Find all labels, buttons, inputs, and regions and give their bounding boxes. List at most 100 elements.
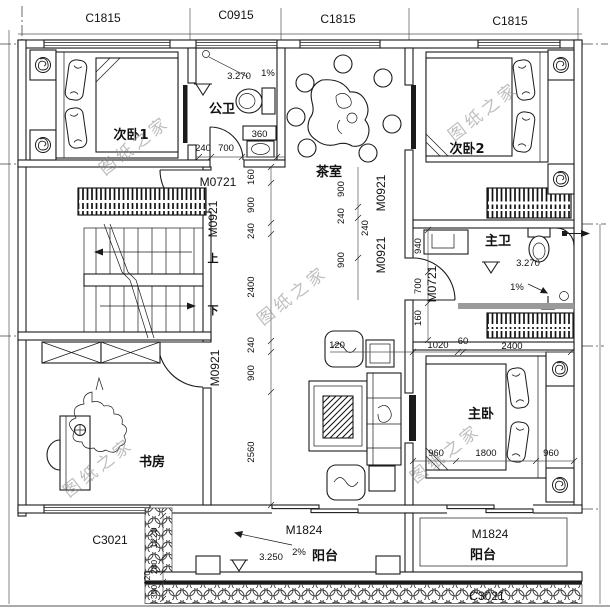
windows bbox=[43, 39, 561, 514]
dim-label: 2560 bbox=[246, 441, 257, 462]
door-master-bath bbox=[412, 257, 456, 301]
dim-label: 940 bbox=[413, 238, 424, 254]
window-label-c1815: C1815 bbox=[320, 12, 356, 26]
dim-label: 240 bbox=[246, 337, 257, 353]
door-master-bedroom-leaf bbox=[409, 395, 416, 441]
public-bath-fixtures bbox=[194, 50, 277, 158]
window-c1815-3 bbox=[477, 39, 561, 49]
dim-label: 240 bbox=[246, 223, 257, 239]
dimension-texts: 160 900 240 2400 240 900 2560 900 240 90… bbox=[142, 129, 559, 599]
level-value: 3.250 bbox=[259, 552, 283, 563]
level-mark-icon bbox=[195, 83, 211, 97]
dim-label: 1800 bbox=[475, 448, 496, 459]
dim-label: 240 bbox=[360, 220, 371, 236]
master-bath-fixtures bbox=[423, 227, 590, 310]
dim-label: 60 bbox=[458, 336, 469, 347]
sofa-icon bbox=[366, 372, 402, 466]
dim-label: 350 bbox=[149, 585, 159, 599]
dim-label: 160 bbox=[413, 310, 424, 326]
slope-value: 2% bbox=[292, 547, 306, 558]
dim-label: 960 bbox=[428, 448, 444, 459]
square-table-icon bbox=[308, 380, 368, 452]
wardrobe-master-bath bbox=[486, 312, 574, 339]
master-bedroom-furniture bbox=[425, 351, 575, 503]
dim-line-master-bed-row bbox=[409, 457, 578, 465]
window-label-c3021: C3021 bbox=[92, 533, 128, 547]
window-label-c1815: C1815 bbox=[85, 11, 121, 25]
code-labels: C1815 C0915 C1815 C1815 C3021 C3021 M072… bbox=[85, 8, 528, 603]
stair-down-label: 下 bbox=[208, 304, 219, 317]
vanity-icon bbox=[423, 229, 469, 255]
dim-label: 700 bbox=[218, 143, 234, 154]
level-mark-icon bbox=[483, 261, 499, 275]
dim-label: 360 bbox=[252, 129, 268, 140]
sink-icon bbox=[242, 125, 277, 158]
dim-label: 240 bbox=[195, 143, 211, 154]
dim-chain-master-bath bbox=[424, 226, 432, 344]
plant-icon bbox=[69, 391, 127, 453]
stair-down-arrow bbox=[100, 302, 196, 310]
door-label-m0721: M0721 bbox=[425, 265, 439, 302]
toilet-icon bbox=[235, 87, 276, 115]
door-label-m1824: M1824 bbox=[286, 523, 323, 537]
dim-chain-corridor-left bbox=[267, 163, 275, 509]
room-labels: 次卧1 公卫 茶室 次卧2 主卫 书房 主卧 阳台 阳台 bbox=[113, 102, 511, 564]
room-label-balcony-left: 阳台 bbox=[312, 548, 338, 564]
slope-arrow bbox=[527, 283, 548, 294]
room-label-balcony-right: 阳台 bbox=[470, 547, 496, 563]
door-label-m0921: M0921 bbox=[374, 236, 388, 273]
dim-label: 900 bbox=[246, 197, 257, 213]
study-furniture bbox=[46, 376, 127, 491]
corner-shelf-icon bbox=[555, 227, 575, 247]
tea-room-furniture bbox=[286, 54, 402, 163]
room-label-public-bath: 公卫 bbox=[209, 102, 235, 117]
window-c0915 bbox=[195, 39, 278, 49]
door-study bbox=[157, 341, 204, 388]
dim-label: 700 bbox=[413, 278, 424, 294]
door-balcony-left-sliding bbox=[271, 504, 359, 514]
door-label-m0921: M0921 bbox=[374, 174, 388, 211]
level-value: 3.270 bbox=[227, 71, 251, 82]
bedroom1-furniture bbox=[29, 49, 179, 161]
stair-up-label: 上 bbox=[208, 251, 219, 265]
dim-label: 1220 bbox=[149, 527, 160, 548]
level-slope-texts: 3.270 1% 3.270 1% 3.250 2% bbox=[227, 68, 540, 563]
room-label-master-bedroom: 主卧 bbox=[468, 406, 494, 422]
interior-walls bbox=[17, 47, 575, 573]
balcony bbox=[144, 507, 583, 604]
door-label-m1824: M1824 bbox=[472, 527, 509, 541]
window-label-c3021: C3021 bbox=[469, 589, 505, 603]
window-c3021 bbox=[43, 504, 151, 514]
room-label-bedroom1: 次卧1 bbox=[113, 127, 148, 143]
toilet-icon bbox=[527, 227, 551, 263]
floor-drain-icon bbox=[202, 50, 210, 58]
dim-label: 280 bbox=[149, 560, 159, 574]
door-bedroom2-leaf bbox=[411, 85, 416, 149]
dimension-lines bbox=[159, 153, 578, 603]
window-c1815-1 bbox=[43, 39, 171, 49]
dim-label: 120 bbox=[329, 340, 345, 351]
door-balcony-right-sliding bbox=[446, 504, 534, 514]
door-bedroom1-leaf bbox=[183, 85, 188, 143]
balcony-post bbox=[195, 555, 221, 575]
wardrobe-hall bbox=[77, 187, 207, 216]
dim-label: 960 bbox=[543, 448, 559, 459]
pipe-marker-icon bbox=[562, 230, 590, 237]
dim-label: 120 bbox=[142, 571, 152, 585]
wardrobe-study bbox=[41, 341, 161, 364]
room-label-study: 书房 bbox=[139, 454, 165, 470]
window-label-c0915: C0915 bbox=[218, 8, 254, 22]
slope-value: 1% bbox=[261, 68, 275, 79]
room-label-bedroom2: 次卧2 bbox=[449, 141, 484, 157]
dim-label: 160 bbox=[246, 169, 257, 185]
stair-treads bbox=[95, 228, 195, 332]
desk-chair-icon bbox=[46, 439, 61, 471]
dim-label: 1020 bbox=[427, 340, 448, 351]
room-label-master-bath: 主卫 bbox=[485, 233, 511, 249]
dim-label: 900 bbox=[246, 365, 257, 381]
dim-label: 2400 bbox=[246, 276, 257, 297]
level-value: 3.270 bbox=[516, 258, 540, 269]
window-c1815-2 bbox=[299, 39, 381, 49]
stairs: 上 下 bbox=[83, 223, 219, 339]
